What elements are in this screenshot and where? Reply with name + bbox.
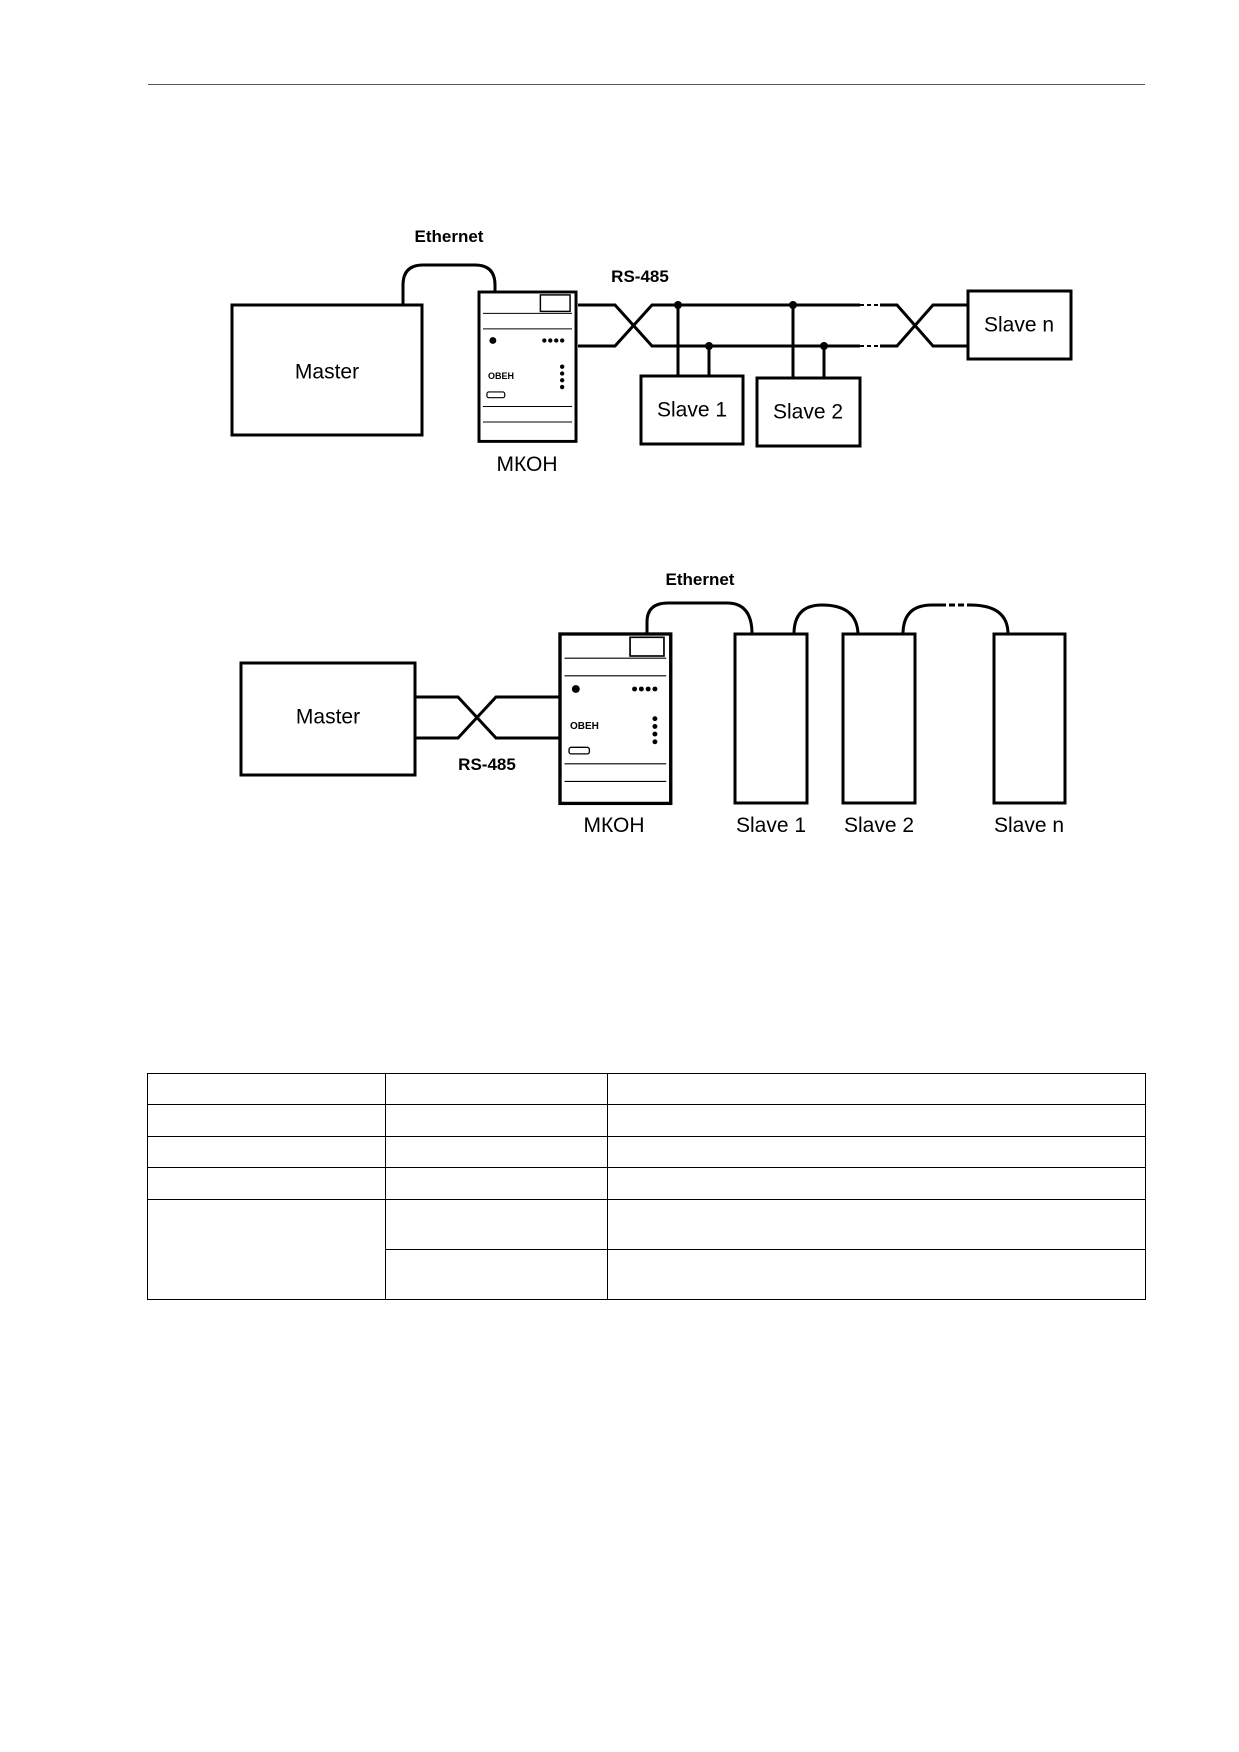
master-box xyxy=(230,303,424,437)
mkon-label: МКОН xyxy=(497,453,558,476)
brand-mark: ОВЕН xyxy=(488,371,514,381)
table-row xyxy=(147,1073,1146,1105)
rs485-bus xyxy=(415,695,560,740)
ethernet-label: Ethernet xyxy=(666,570,735,589)
table-row xyxy=(147,1199,1146,1300)
table-row xyxy=(148,1249,1146,1300)
mkon-device xyxy=(477,290,578,443)
slave-n-label: Slave n xyxy=(984,314,1054,337)
header-rule xyxy=(148,84,1145,85)
slave-2-box xyxy=(841,632,917,805)
diagram-top: Master Ethernet ОВЕН МКОН RS-485 xyxy=(230,227,1073,476)
empty-table xyxy=(147,1073,1146,1300)
slave-2-label: Slave 2 xyxy=(844,814,914,837)
diagram-bottom: Master RS-485 ОВЕН МКОН Ethernet Slave 1… xyxy=(239,570,1067,837)
rs485-bus xyxy=(578,303,968,378)
slave-1-label: Slave 1 xyxy=(736,814,806,837)
network-diagrams: Master Ethernet ОВЕН МКОН RS-485 xyxy=(230,227,1073,837)
table-row xyxy=(147,1136,1146,1168)
slave-n-box xyxy=(966,289,1073,361)
slave-1-box xyxy=(733,632,809,805)
master-label: Master xyxy=(295,361,359,384)
slave-2-box xyxy=(755,376,862,448)
ethernet-label: Ethernet xyxy=(415,227,484,246)
slave-2-label: Slave 2 xyxy=(773,401,843,424)
ethernet-chain xyxy=(645,601,1010,635)
rs485-label: RS-485 xyxy=(458,755,516,774)
mkon-device xyxy=(558,632,673,806)
slave-1-label: Slave 1 xyxy=(657,399,727,422)
ethernet-cable xyxy=(401,263,497,305)
table-row xyxy=(147,1167,1146,1200)
master-box xyxy=(239,661,417,777)
brand-mark: ОВЕН xyxy=(570,721,599,732)
rs485-label: RS-485 xyxy=(611,267,669,286)
slave-1-box xyxy=(639,374,745,446)
table-row xyxy=(147,1104,1146,1137)
slave-n-box xyxy=(992,632,1067,805)
slave-n-label: Slave n xyxy=(994,814,1064,837)
mkon-label: МКОН xyxy=(584,814,645,837)
master-label: Master xyxy=(296,706,360,729)
